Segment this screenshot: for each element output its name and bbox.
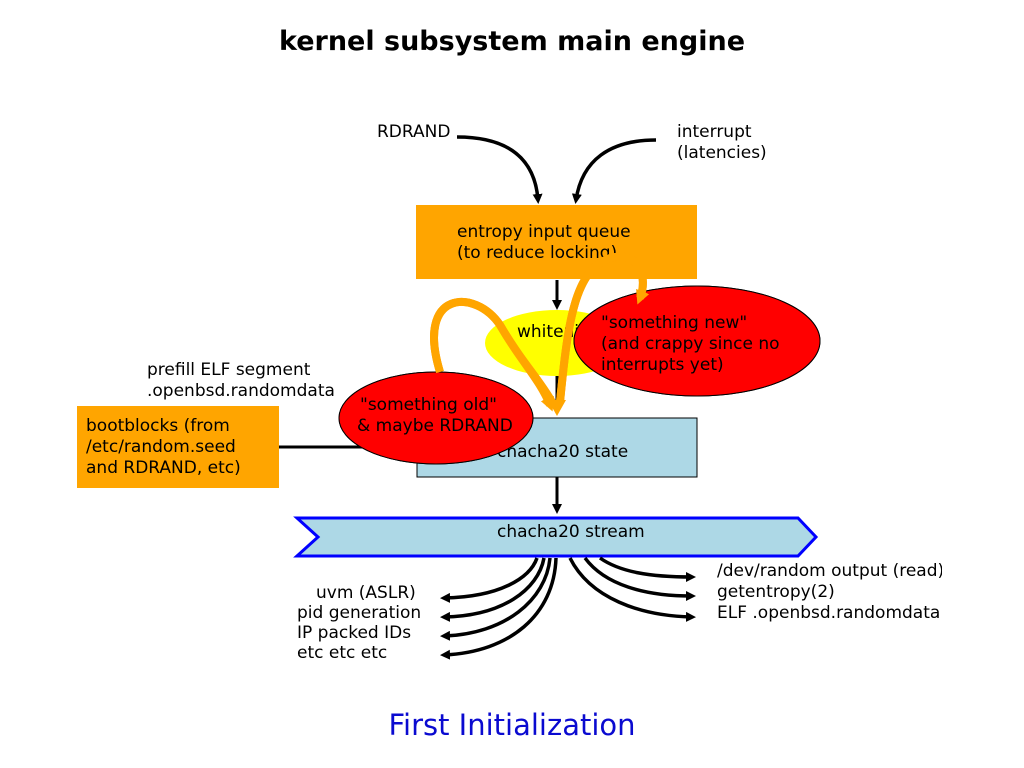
output-etc: etc etc etc	[297, 643, 388, 663]
output-arrow-pid	[440, 557, 546, 622]
whitening-label: whitening	[517, 322, 601, 342]
something-new-line2: (and crappy since no	[601, 334, 780, 354]
rdrand-label: RDRAND	[377, 122, 451, 142]
prefill-line2: .openbsd.randomdata	[147, 381, 335, 401]
interrupt-label: interrupt	[677, 122, 752, 142]
rdrand-arrow	[456, 135, 543, 204]
output-pid: pid generation	[297, 603, 422, 623]
latencies-label: (latencies)	[677, 143, 767, 163]
diagram-title: kernel subsystem main engine	[278, 26, 746, 57]
bootblocks-line2: /etc/random.seed	[86, 437, 236, 457]
bootblocks-box	[77, 406, 279, 488]
output-elf: ELF .openbsd.randomdata	[717, 603, 941, 623]
chacha-stream-banner	[293, 516, 819, 558]
output-arrow-ip	[440, 557, 552, 641]
output-arrow-getentropy	[583, 556, 696, 601]
bootblocks-line3: and RDRAND, etc)	[86, 458, 241, 478]
something-new-line1: "something new"	[601, 313, 748, 333]
output-ip: IP packed IDs	[297, 623, 412, 643]
right-outputs: /dev/random output (read) getentropy(2) …	[712, 561, 942, 627]
something-old-line1: "something old"	[360, 395, 497, 415]
chacha-state-label: chacha20 state	[497, 442, 629, 462]
entropy-queue-subtitle: (to reduce locking)	[457, 243, 618, 263]
footer-caption: First Initialization	[388, 708, 636, 742]
bootblocks-line1: bootblocks (from	[86, 416, 230, 436]
output-arrow-etc	[440, 557, 558, 660]
output-arrow-elf	[568, 557, 696, 622]
something-old-line2: & maybe RDRAND	[357, 416, 513, 436]
chacha-stream-label: chacha20 stream	[497, 522, 645, 542]
output-devrandom: /dev/random output (read)	[717, 561, 942, 581]
interrupt-arrow	[571, 138, 657, 204]
output-arrow-uvm	[440, 557, 539, 603]
output-uvm: uvm (ASLR)	[316, 583, 416, 603]
output-getentropy: getentropy(2)	[717, 582, 835, 602]
something-new-line3: interrupts yet)	[601, 355, 724, 375]
entropy-queue-title: entropy input queue	[457, 222, 631, 242]
prefill-line1: prefill ELF segment	[147, 360, 311, 380]
output-arrow-devrandom	[598, 556, 696, 582]
